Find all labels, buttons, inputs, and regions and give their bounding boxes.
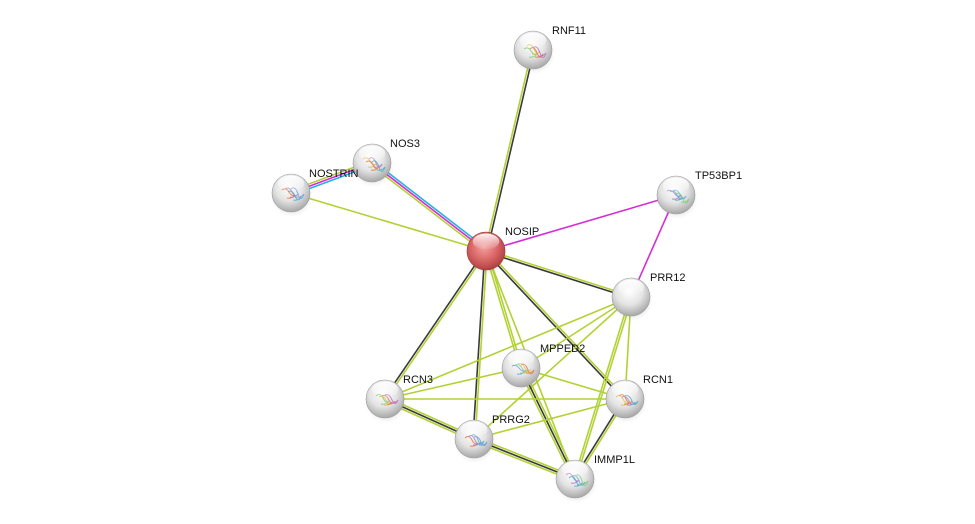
edge-nosip-prr12[interactable] — [485, 249, 632, 299]
edge-prr12-immp1l[interactable] — [573, 296, 633, 480]
node-gloss — [507, 350, 535, 367]
node-gloss — [611, 381, 639, 398]
node-prr12[interactable]: PRR12 — [611, 272, 685, 321]
edge-line-textmining — [474, 251, 488, 440]
node-label: TP53BP1 — [695, 170, 742, 182]
node-rnf11[interactable]: RNF11 — [513, 25, 586, 74]
node-label: PRR12 — [650, 272, 685, 284]
node-rcn3[interactable]: RCN3 — [365, 374, 433, 423]
edge-line-textmining — [290, 192, 487, 252]
edge-line-textmining — [486, 249, 627, 399]
edge-line-textmining — [370, 164, 486, 254]
node-label: RNF11 — [552, 25, 586, 37]
edge-nosip-rcn1[interactable] — [484, 249, 627, 401]
edge-nosip-rcn3[interactable] — [383, 249, 488, 401]
edge-nosip-rnf11[interactable] — [484, 49, 535, 252]
node-gloss — [472, 233, 500, 250]
edge-line-coexpression — [383, 249, 486, 399]
edge-nosip-nos3[interactable] — [370, 160, 488, 254]
edge-line-textmining — [385, 251, 488, 401]
edge-prr12-rcn3[interactable] — [384, 296, 632, 400]
edge-line-textmining — [575, 297, 633, 480]
edge-line-experiments — [485, 194, 677, 252]
edge-line-databases — [372, 160, 488, 250]
node-nos3[interactable]: NOS3 — [352, 138, 420, 187]
node-gloss — [662, 177, 690, 194]
node-gloss — [561, 461, 589, 478]
node-label: PRRG2 — [492, 414, 530, 426]
edge-line-coexpression — [484, 251, 625, 401]
edge-nosip-prrg2[interactable] — [472, 250, 488, 440]
node-label: NOS3 — [390, 138, 420, 150]
node-immp1l[interactable]: IMMP1L — [555, 454, 635, 503]
edge-line-textmining — [484, 49, 533, 251]
node-nosip[interactable]: NOSIP — [466, 226, 539, 275]
edge-line-coexpression — [472, 250, 486, 439]
edge-line-textmining — [473, 398, 626, 440]
edge-nosip-nostrin[interactable] — [290, 192, 487, 252]
edge-prr12-prrg2[interactable] — [473, 296, 632, 440]
edge-nosip-tp53bp1[interactable] — [485, 194, 677, 252]
node-prrg2[interactable]: PRRG2 — [454, 414, 530, 463]
edge-line-textmining — [384, 367, 522, 400]
node-label: NOSIP — [505, 226, 539, 238]
node-gloss — [460, 421, 488, 438]
node-label: MPPED2 — [540, 343, 585, 355]
edge-line-textmining — [384, 296, 632, 400]
node-gloss — [617, 279, 645, 296]
edge-line-coexpression — [486, 50, 535, 252]
node-nostrin[interactable]: NOSTRIN — [271, 168, 359, 217]
node-gloss — [519, 32, 547, 49]
edge-line-textmining — [573, 296, 631, 479]
edge-line-experiments — [371, 162, 487, 252]
edge-prr12-mpped2[interactable] — [520, 296, 632, 369]
edge-mpped2-rcn3[interactable] — [384, 367, 522, 400]
node-mpped2[interactable]: MPPED2 — [501, 343, 585, 392]
edge-line-textmining — [473, 296, 632, 440]
edge-line-textmining — [520, 296, 632, 369]
edge-line-coexpression — [485, 251, 631, 299]
node-rcn1[interactable]: RCN1 — [605, 374, 673, 423]
node-label: IMMP1L — [594, 454, 635, 466]
edge-line-textmining — [486, 249, 632, 297]
node-tp53bp1[interactable]: TP53BP1 — [656, 170, 742, 219]
node-gloss — [371, 381, 399, 398]
node-gloss — [358, 145, 386, 162]
node-label: NOSTRIN — [309, 168, 359, 180]
edge-prrg2-rcn1[interactable] — [473, 398, 626, 440]
node-gloss — [277, 175, 305, 192]
node-label: RCN3 — [403, 374, 433, 386]
node-label: RCN1 — [643, 374, 673, 386]
